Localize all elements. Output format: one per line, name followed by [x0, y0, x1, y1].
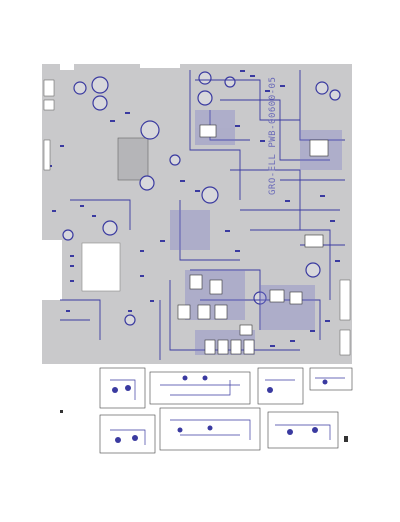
edge-connectors	[43, 79, 351, 356]
copper-traces	[60, 70, 345, 360]
aux-board-2	[149, 371, 251, 405]
registration-marks	[60, 410, 348, 442]
aux-traces	[110, 377, 345, 445]
transformer-outline	[81, 242, 121, 292]
smd-components	[48, 70, 340, 347]
aux-board-3	[257, 367, 304, 405]
board-cutout-left	[42, 240, 62, 300]
aux-board-5	[99, 414, 156, 454]
aux-components	[112, 375, 328, 443]
aux-board-7	[267, 411, 339, 449]
aux-boards	[99, 367, 353, 454]
capacitor-group	[62, 71, 341, 326]
aux-board-4	[309, 367, 353, 391]
heatsink-outline	[117, 137, 149, 181]
ic-chips	[177, 124, 329, 355]
board-silkscreen-label: GRO-ELL PWB-00600-05	[268, 76, 278, 195]
aux-board-1	[99, 367, 146, 409]
